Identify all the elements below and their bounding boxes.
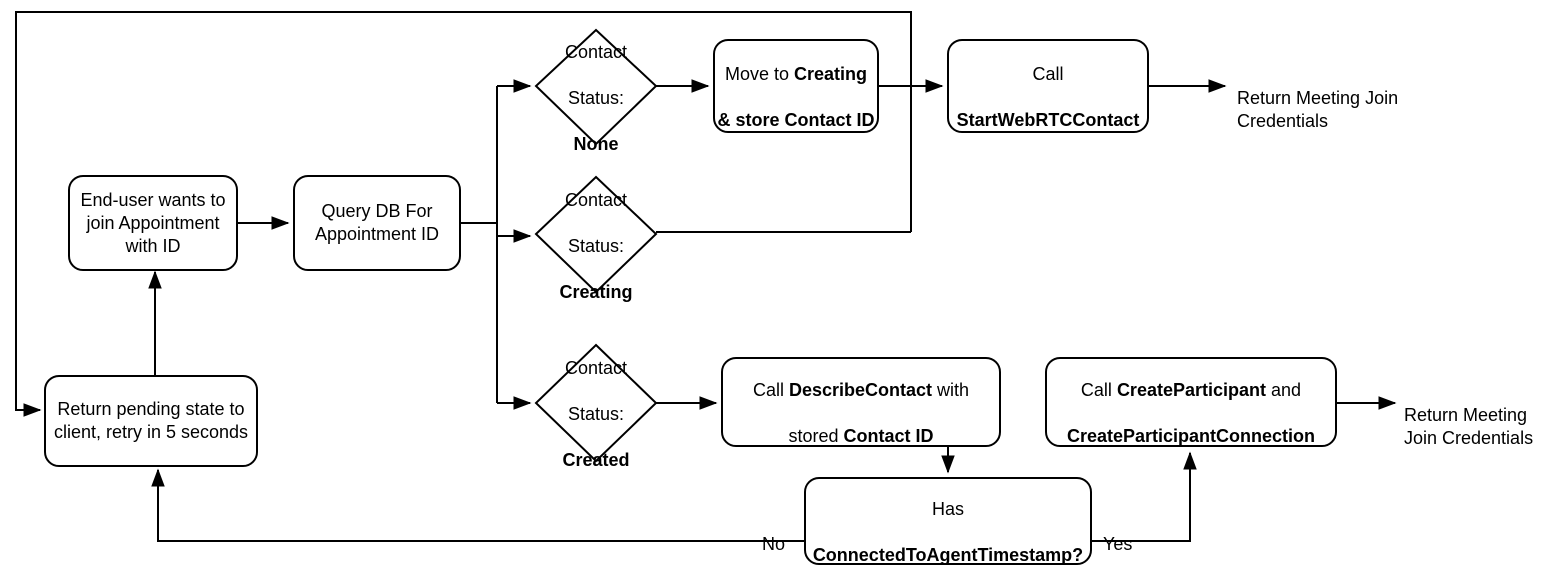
node-end-user-shape[interactable] xyxy=(68,175,238,271)
node-status-creating-shape[interactable] xyxy=(534,175,658,294)
node-start-webrtc-shape[interactable] xyxy=(947,39,1149,133)
return-creds-bottom-text: Return Meeting Join Credentials xyxy=(1404,405,1534,448)
node-query-db-shape[interactable] xyxy=(293,175,461,271)
node-status-none-shape[interactable] xyxy=(534,28,658,146)
edge-label-no-text: No xyxy=(762,534,786,554)
node-move-to-creating-shape[interactable] xyxy=(713,39,879,133)
node-status-created-shape[interactable] xyxy=(534,343,658,463)
edge-hastimestamp-yes-to-createparticipant xyxy=(1091,451,1197,542)
edge-label-yes: Yes xyxy=(1103,510,1132,556)
node-has-timestamp-shape[interactable] xyxy=(804,477,1092,565)
node-describe-contact-shape[interactable] xyxy=(721,357,1001,447)
edge-label-yes-text: Yes xyxy=(1103,534,1133,554)
terminal-return-creds-top: Return Meeting Join Credentials xyxy=(1237,64,1437,133)
node-create-participant-shape[interactable] xyxy=(1045,357,1337,447)
edge-label-no: No xyxy=(762,510,785,556)
node-return-pending-shape[interactable] xyxy=(44,375,258,467)
edge-hastimestamp-no-to-returnpending xyxy=(151,468,805,542)
terminal-return-creds-bottom: Return Meeting Join Credentials xyxy=(1404,381,1556,450)
return-creds-top-text: Return Meeting Join Credentials xyxy=(1237,88,1399,131)
